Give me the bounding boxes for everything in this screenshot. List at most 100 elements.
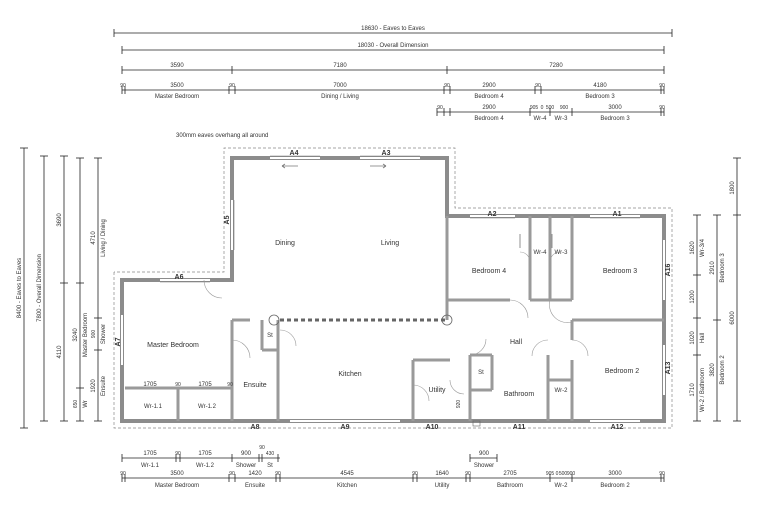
window-tag-a2: A2: [488, 211, 497, 218]
window-tag-a5: A5: [224, 215, 231, 224]
bottom-label-bathroom: Bathroom: [497, 483, 523, 489]
top-label-dining-living: Dining / Living: [321, 94, 359, 100]
room-wr3: Wr-3: [555, 250, 569, 256]
right-label-bedroom3: Bedroom 3: [720, 253, 726, 283]
bottom-dim-90: 90: [120, 471, 126, 477]
room-bedroom4: Bedroom 4: [472, 268, 506, 275]
left-dim-4110: 4110: [57, 345, 63, 359]
drain-marker: [472, 420, 481, 427]
bottom-label-wr11: Wr-1.1: [141, 463, 160, 469]
right-label-hall: Hall: [700, 333, 706, 343]
bottom-label-ensuite: Ensuite: [245, 483, 266, 489]
room-wr11: Wr-1.1: [144, 404, 163, 410]
bottom-dim-0: 0: [556, 471, 559, 477]
room-bedroom3: Bedroom 3: [603, 268, 637, 275]
top-label-bedroom4: Bedroom 4: [474, 94, 504, 100]
bottom-dimensions: 1705 90 1705 900 90 430 Wr-1.1 Wr-1.2 Sh…: [120, 445, 665, 489]
top-label-bedroom3-b: Bedroom 3: [600, 116, 630, 122]
room-st-1: St: [267, 333, 273, 339]
top-dim-0: 0: [541, 105, 544, 111]
top-dim-90: 90: [659, 83, 665, 89]
eaves-overhang-note: 300mm eaves overhang all around: [176, 133, 268, 139]
bottom-label-bedroom2: Bedroom 2: [600, 483, 630, 489]
top-eaves-dimension: 18630 - Eaves to Eaves: [361, 26, 425, 32]
room-dim-1705a: 1705: [143, 382, 157, 388]
window-tag-a1: A1: [613, 211, 622, 218]
bottom-label-wr2: Wr-2: [555, 483, 569, 489]
right-label-bedroom2: Bedroom 2: [720, 355, 726, 385]
top-dimensions: 18630 - Eaves to Eaves 18030 - Overall D…: [113, 26, 673, 139]
eaves-outline: [113, 147, 673, 429]
top-dim-90: 90: [120, 83, 126, 89]
bottom-dim-3500: 3500: [170, 471, 184, 477]
top-dim-90: 90: [229, 83, 235, 89]
right-label-wr2-bathroom: Wr-2 / Bathroom: [700, 368, 706, 412]
bottom-dim-90: 90: [275, 471, 281, 477]
room-kitchen: Kitchen: [338, 371, 361, 378]
top-dim-90: 90: [659, 105, 665, 111]
bottom-dim-2705: 2705: [503, 471, 517, 477]
right-dim-2910: 2910: [710, 261, 716, 275]
left-dim-4710: 4710: [91, 231, 97, 245]
top-label-wr3: Wr-3: [555, 116, 569, 122]
room-dim-920: 920: [456, 400, 462, 409]
right-dim-1620: 1620: [690, 241, 696, 255]
room-wr4: Wr-4: [534, 250, 548, 256]
room-living: Living: [381, 240, 399, 247]
room-bedroom2: Bedroom 2: [605, 368, 639, 375]
bottom-dim-900a: 900: [241, 451, 252, 457]
bottom-label-wr12: Wr-1.2: [196, 463, 215, 469]
left-label-living-dining: Living / Dining: [101, 219, 107, 257]
right-dim-1020: 1020: [690, 331, 696, 345]
top-dim-7000: 7000: [333, 83, 347, 89]
top-dim-500: 500: [546, 105, 555, 111]
bottom-dim-500: 500: [559, 471, 568, 477]
left-dim-650: 650: [73, 400, 79, 409]
right-dim-1710: 1710: [690, 383, 696, 397]
top-dim-2900b: 2900: [482, 105, 496, 111]
window-tag-a11: A11: [513, 424, 526, 431]
room-wr12: Wr-1.2: [198, 404, 217, 410]
windows: [121, 155, 665, 422]
room-dim-1705b: 1705: [198, 382, 212, 388]
room-master-bedroom: Master Bedroom: [147, 342, 199, 349]
bottom-dim-1705b: 1705: [198, 451, 212, 457]
room-ensuite: Ensuite: [243, 382, 266, 389]
interior-walls: [125, 216, 664, 421]
window-tag-a9: A9: [341, 424, 350, 431]
bottom-label-kitchen: Kitchen: [337, 483, 357, 489]
bottom-label-shower: Shower: [236, 463, 256, 469]
column-marker: [268, 314, 280, 326]
bottom-dim-900c: 900: [567, 471, 576, 477]
top-label-bedroom4-b: Bedroom 4: [474, 116, 504, 122]
window-tag-a4: A4: [290, 150, 299, 157]
left-label-wr: Wr: [83, 400, 89, 408]
bottom-dim-90a: 90: [175, 451, 181, 457]
bottom-label-shower-b: Shower: [474, 463, 494, 469]
room-dining: Dining: [275, 240, 295, 247]
room-bathroom: Bathroom: [504, 391, 535, 398]
bottom-dim-90: 90: [229, 471, 235, 477]
window-tag-a13: A13: [665, 361, 672, 374]
top-dim-3000: 3000: [608, 105, 622, 111]
bottom-dim-4545: 4545: [340, 471, 354, 477]
sliding-door-marks: [281, 163, 553, 248]
left-dim-900: 900: [91, 330, 97, 339]
window-tag-a6: A6: [175, 274, 184, 281]
top-dim-3590: 3590: [170, 63, 184, 69]
bottom-label-st: St: [267, 463, 273, 469]
bottom-dim-905: 905: [546, 471, 555, 477]
top-overall-dimension: 18030 - Overall Dimension: [357, 43, 428, 49]
top-dim-3500: 3500: [170, 83, 184, 89]
window-tag-a12: A12: [611, 424, 624, 431]
top-dim-905: 905: [530, 105, 539, 111]
right-label-wr34: Wr-3/4: [700, 238, 706, 257]
top-dim-2900: 2900: [482, 83, 496, 89]
window-tag-a16: A16: [665, 263, 672, 276]
bottom-dim-90: 90: [412, 471, 418, 477]
right-dim-1800: 1800: [730, 181, 736, 195]
bottom-dim-1640: 1640: [435, 471, 449, 477]
window-tag-a7: A7: [115, 337, 122, 346]
left-label-ensuite: Ensuite: [101, 375, 107, 396]
